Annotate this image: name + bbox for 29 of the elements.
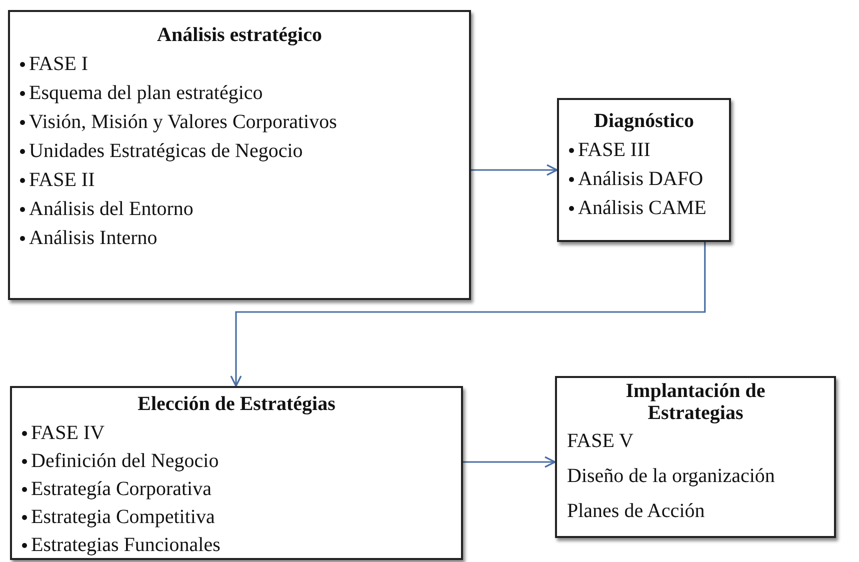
box-heading: Diagnóstico: [593, 109, 695, 134]
list-item: FASE V: [567, 429, 635, 454]
list-item: FASE I: [20, 50, 459, 79]
list-item: Estrategia Competitiva: [22, 503, 451, 531]
list-item: Estrategía Corporativa: [22, 475, 451, 503]
list-item: FASE II: [20, 166, 459, 195]
list-item: Unidades Estratégicas de Negocio: [20, 137, 459, 166]
list-item: Análisis del Entorno: [20, 195, 459, 224]
list-item: Definición del Negocio: [22, 447, 451, 475]
arrow: [463, 456, 556, 468]
list-item: Análisis CAME: [569, 194, 719, 223]
list-item: Planes de Acción: [567, 499, 706, 524]
arrow: [471, 164, 558, 176]
box-heading: Elección de Estratégias: [136, 392, 336, 417]
list-item: FASE IV: [22, 419, 451, 447]
process-box: [8, 10, 471, 300]
list-item: Diseño de la organización: [567, 464, 776, 489]
box-heading: Análisis estratégico: [156, 23, 323, 48]
list-item: Esquema del plan estratégico: [20, 79, 459, 108]
list-item: Análisis Interno: [20, 224, 459, 253]
list-item: Visión, Misión y Valores Corporativos: [20, 108, 459, 137]
box-heading: Implantación de Estrategias: [624, 380, 766, 424]
list-item: Análisis DAFO: [569, 165, 719, 194]
list-item: Estrategias Funcionales: [22, 531, 451, 559]
arrow: [230, 242, 706, 387]
process-box: [10, 386, 463, 560]
list-item: FASE III: [569, 136, 719, 165]
process-box: [555, 376, 836, 538]
process-box: [557, 98, 731, 242]
